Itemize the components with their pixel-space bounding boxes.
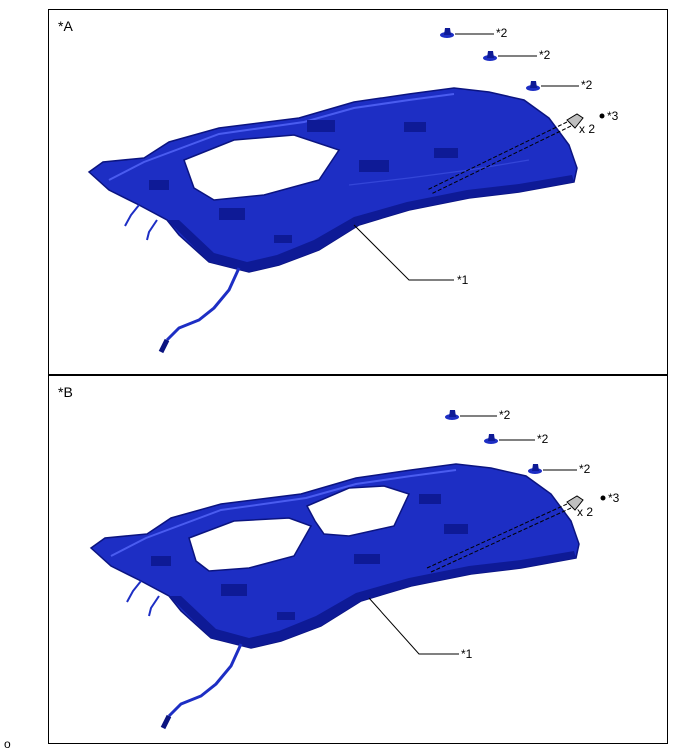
headliner-a xyxy=(87,87,578,273)
callout-fastener-a: *3 xyxy=(607,109,619,123)
callout-clip-b-3: *2 xyxy=(579,462,591,476)
sunroof-opening-b-rear xyxy=(305,485,411,537)
clip-icon-a-2 xyxy=(483,51,497,61)
fastener-icon-a xyxy=(566,113,584,129)
callout-clip-a-3: *2 xyxy=(581,78,593,92)
sunroof-opening-b-front xyxy=(188,517,313,572)
clip-icon-b-1 xyxy=(445,410,459,420)
callout-headliner-b: *1 xyxy=(461,647,473,661)
wire-harness-a xyxy=(165,267,241,342)
clip-icon-a-3 xyxy=(526,81,540,91)
callout-fastener-qty-b: x 2 xyxy=(577,505,594,519)
panel-label-b: *B xyxy=(58,384,73,400)
footer-mark: o xyxy=(4,737,11,751)
callout-clip-a-2: *2 xyxy=(539,48,551,62)
fastener-icon-b xyxy=(566,495,584,511)
clip-icon-a-1 xyxy=(440,28,454,38)
callout-headliner-a: *1 xyxy=(457,273,469,287)
panel-b: *B xyxy=(48,375,668,744)
sunroof-opening-a xyxy=(183,134,341,201)
callout-fastener-b: *3 xyxy=(608,491,620,505)
headliner-illustration-b xyxy=(89,410,606,730)
panel-label-a: *A xyxy=(58,18,73,34)
callout-clip-b-2: *2 xyxy=(537,432,549,446)
wire-harness-b xyxy=(167,643,243,718)
callout-fastener-qty-a: x 2 xyxy=(579,122,596,136)
clip-icon-b-3 xyxy=(528,464,542,474)
headliner-illustration-a xyxy=(87,28,605,354)
callout-clip-a-1: *2 xyxy=(496,26,508,40)
headliner-b xyxy=(89,463,580,649)
callout-clip-b-1: *2 xyxy=(499,408,511,422)
clip-icon-b-2 xyxy=(484,434,498,444)
panel-a: *A xyxy=(48,9,668,375)
